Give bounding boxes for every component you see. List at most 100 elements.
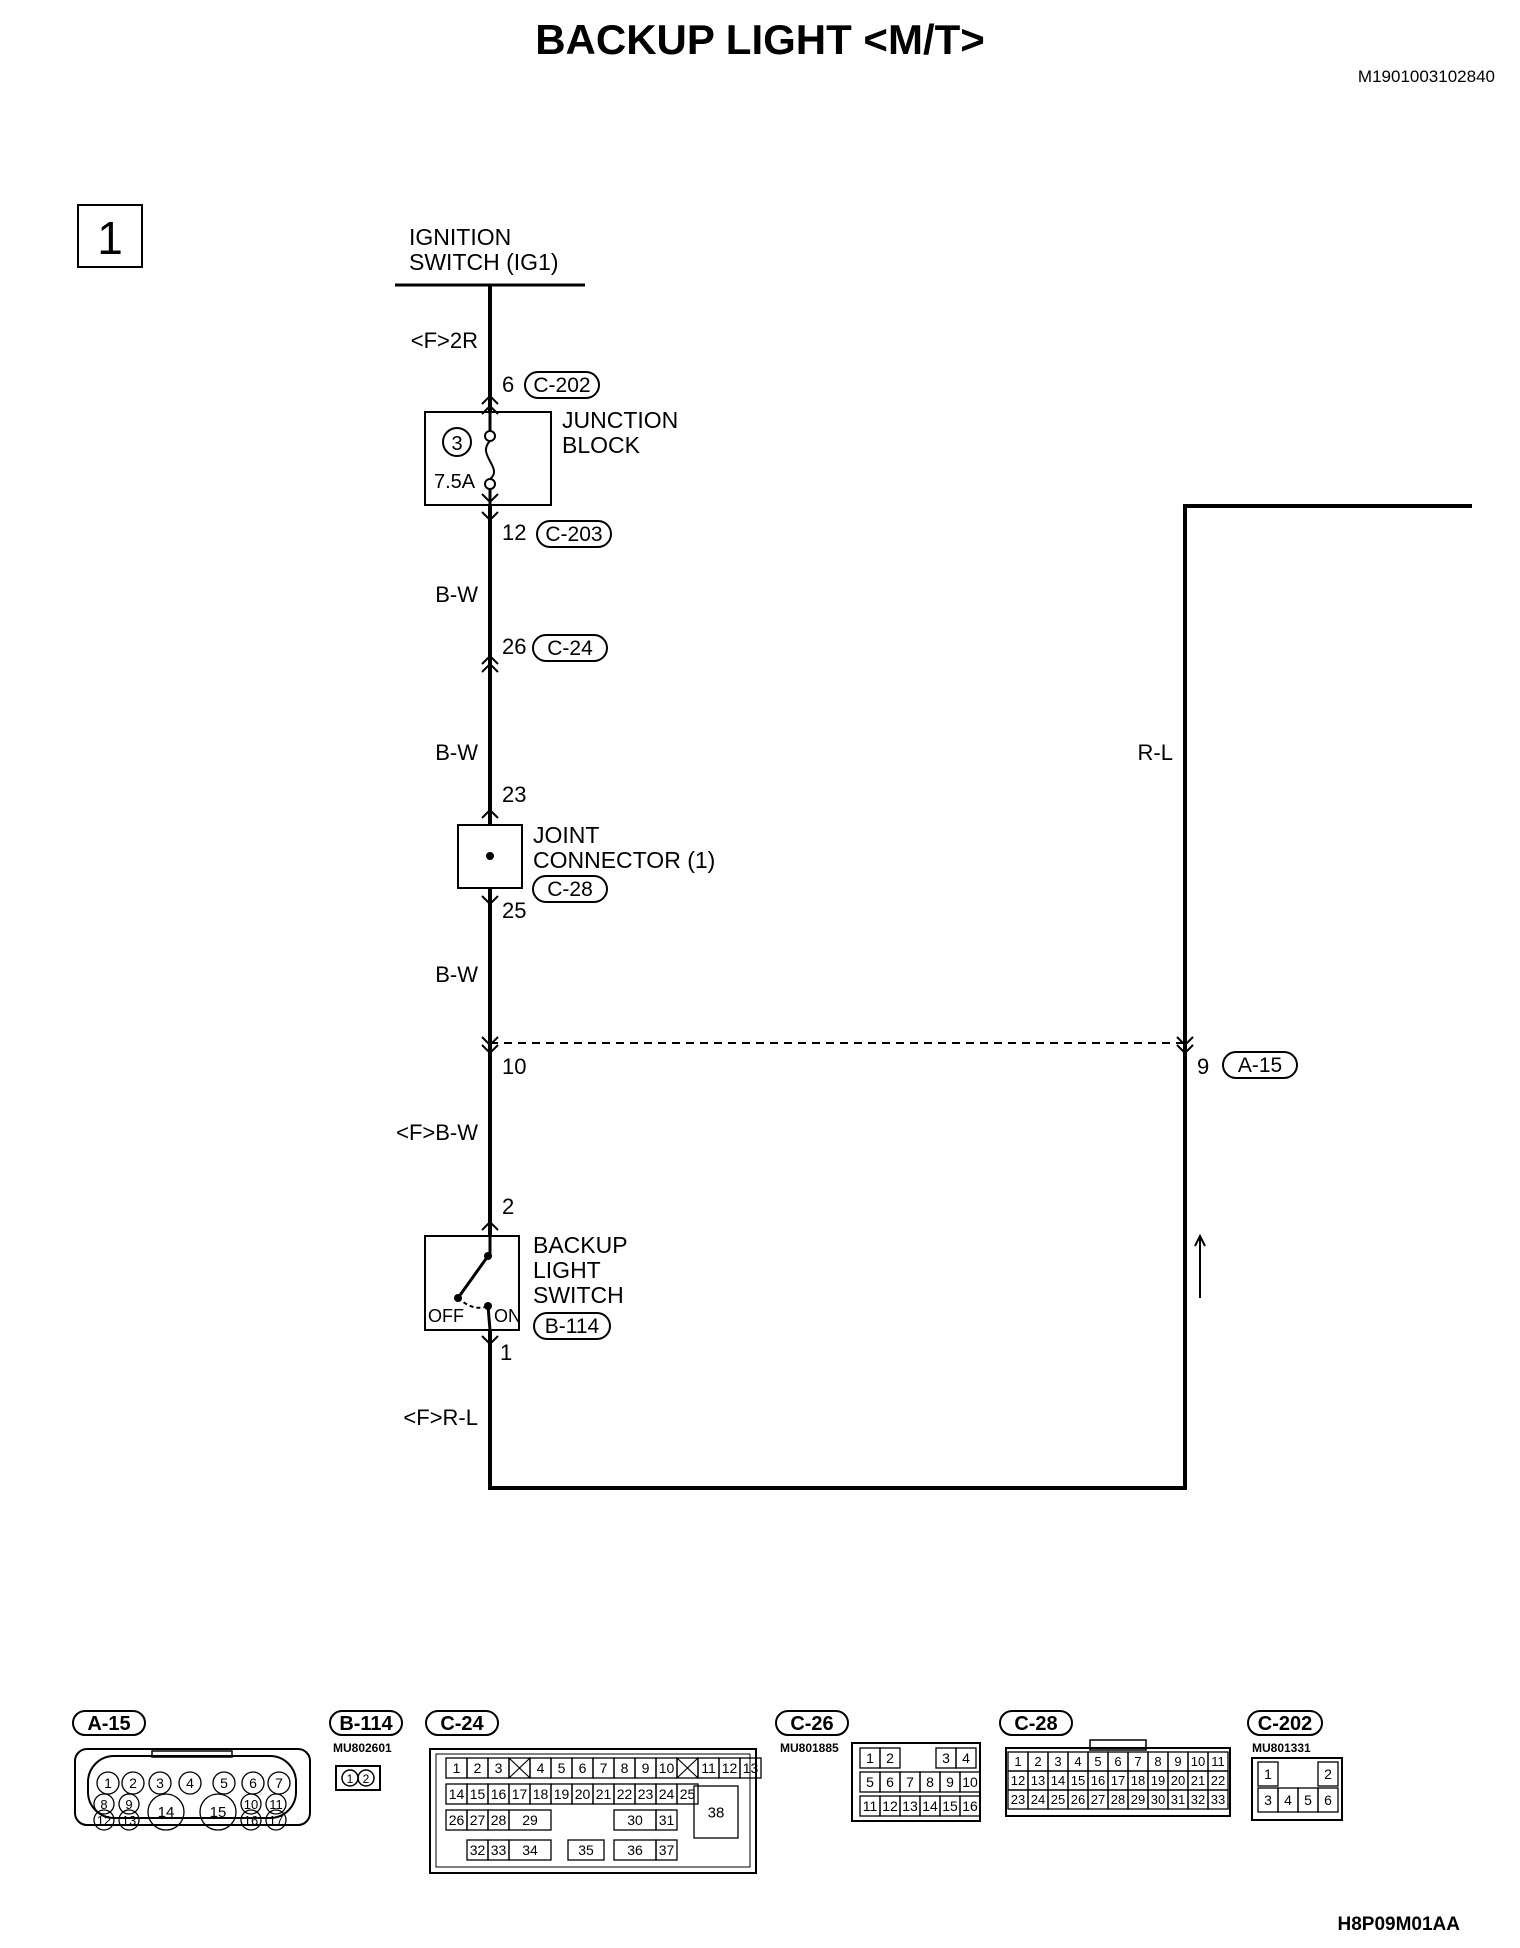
legend-c26-pin-4: 4 [962, 1750, 970, 1766]
legend-c28-pin-7: 7 [1134, 1754, 1141, 1769]
legend-c24-pin-24: 24 [659, 1786, 675, 1802]
legend-c28-pin-31: 31 [1171, 1792, 1185, 1807]
legend-b114-label: B-114 [339, 1713, 393, 1735]
legend-c24-pin-34: 34 [522, 1842, 538, 1858]
legend-a15-pin-7: 7 [275, 1775, 283, 1791]
legend-c28-pin-20: 20 [1171, 1773, 1185, 1788]
pin-9-terminal [1176, 1036, 1194, 1055]
legend-c28-pin-13: 13 [1031, 1773, 1045, 1788]
ignition-switch-label-2: SWITCH (IG1) [409, 249, 559, 275]
legend-a15-pin-8: 8 [100, 1797, 107, 1812]
legend-c24-pin-26: 26 [449, 1812, 465, 1828]
legend-c24-pin-33: 33 [491, 1842, 507, 1858]
legend-c24-pin-35-cell [567, 1839, 605, 1861]
wire-color-rl: R-L [1138, 740, 1173, 765]
legend-c24-pin-13: 13 [743, 1760, 759, 1776]
legend-c28-pin-30: 30 [1151, 1792, 1165, 1807]
legend-c24-pin-25-cell [676, 1783, 699, 1805]
fuse-icon [484, 440, 496, 480]
legend-c26-pin-16: 16 [962, 1798, 978, 1814]
main-wire [488, 285, 1472, 1490]
legend-a15-pin-16: 16 [244, 1813, 258, 1828]
switch-lever-icon [456, 1255, 490, 1299]
connector-c28: C-28 [547, 878, 593, 901]
legend-a15-pin-6: 6 [249, 1775, 257, 1791]
fuse-terminal-bottom [484, 478, 496, 490]
legend-c24-pin-15: 15 [470, 1786, 486, 1802]
legend-a15-pin-10: 10 [244, 1797, 258, 1812]
legend-c28-pin-33-cell [1207, 1789, 1229, 1810]
connector-b114-badge [533, 1312, 611, 1340]
legend-c28-pin-4: 4 [1074, 1754, 1081, 1769]
legend-c24-pin-7: 7 [600, 1760, 608, 1776]
legend-a15-pin-12: 12 [97, 1813, 111, 1828]
legend-c24-pin-20: 20 [575, 1786, 591, 1802]
legend-a15-pin-3: 3 [156, 1775, 164, 1791]
document-code: M1901003102840 [1358, 67, 1495, 86]
connector-b114: B-114 [545, 1315, 600, 1338]
legend-c202-pin-6-cell [1317, 1787, 1339, 1813]
switch-off-label: OFF [428, 1306, 464, 1326]
footer-code: H8P09M01AA [1338, 1914, 1461, 1935]
legend-a15-pin-15: 15 [210, 1804, 227, 1821]
legend-c28-pin-5: 5 [1094, 1754, 1101, 1769]
legend-c24-pin-34-cell [508, 1839, 552, 1861]
legend-c24-pin-37-cell [655, 1839, 678, 1861]
legend-c26-label: C-26 [790, 1713, 833, 1735]
legend-c24-pin-19: 19 [554, 1786, 570, 1802]
legend-a15-pin-2: 2 [129, 1775, 137, 1791]
wire-color-f-2r: <F>2R [411, 328, 478, 353]
legend-c202-pin-2-cell [1317, 1761, 1339, 1787]
legend-a15-pin-13: 13 [122, 1813, 136, 1828]
legend-c24-label: C-24 [440, 1713, 484, 1735]
legend-c28-pin-9: 9 [1174, 1754, 1181, 1769]
pin-2: 2 [502, 1194, 514, 1219]
legend-c24-pin-9: 9 [642, 1760, 650, 1776]
page-number: 1 [97, 212, 123, 264]
legend-c24-pin-35: 35 [578, 1842, 594, 1858]
pin-10: 10 [502, 1054, 526, 1079]
legend-c24-pin-38: 38 [708, 1804, 725, 1821]
pin-9: 9 [1197, 1054, 1209, 1079]
legend-c24-pin-31-cell [655, 1809, 678, 1831]
junction-block-box [424, 411, 552, 506]
legend-c24-pin-17: 17 [512, 1786, 528, 1802]
legend-c26-pin-1: 1 [866, 1750, 874, 1766]
legend-c24-pin-14: 14 [449, 1786, 465, 1802]
legend-c24-pin-1: 1 [453, 1760, 461, 1776]
legend-c28-label: C-28 [1014, 1713, 1057, 1735]
legend-c28-pin-22: 22 [1211, 1773, 1225, 1788]
legend-c24-pin-28: 28 [491, 1812, 507, 1828]
page-number-box [77, 204, 143, 268]
legend-c28-pin-32: 32 [1191, 1792, 1205, 1807]
fuse-terminal-top [484, 430, 496, 442]
legend-c28-pin-29: 29 [1131, 1792, 1145, 1807]
legend-c24-pin-31: 31 [659, 1812, 675, 1828]
legend-b114-part: MU802601 [333, 1741, 392, 1755]
legend-c26-pin-12: 12 [882, 1798, 898, 1814]
wire-color-bw-3: B-W [435, 962, 478, 987]
pin-23: 23 [502, 782, 526, 807]
legend-c26-pin-11: 11 [863, 1798, 878, 1814]
legend-c28-pin-23: 23 [1011, 1792, 1025, 1807]
legend-a15-pin-9: 9 [125, 1797, 132, 1812]
legend-c26-pin-5: 5 [866, 1774, 874, 1790]
legend-c26-pin-2-cell [879, 1747, 901, 1769]
connector-a15: A-15 [1238, 1054, 1282, 1077]
connector-c24-badge [532, 634, 608, 662]
legend-c26-pin-2: 2 [886, 1750, 894, 1766]
legend-c202-pin-4: 4 [1284, 1792, 1292, 1808]
pin-6: 6 [502, 372, 514, 397]
backup-light-switch-box [424, 1235, 520, 1331]
legend-c24-pin-4: 4 [537, 1760, 545, 1776]
legend-c24-pin-12: 12 [722, 1760, 738, 1776]
joint-connector-label-1: JOINT [533, 822, 599, 848]
legend-c202-pin-5: 5 [1304, 1792, 1312, 1808]
legend-c24-pin-21: 21 [596, 1786, 612, 1802]
legend-c28-pin-27: 27 [1091, 1792, 1105, 1807]
